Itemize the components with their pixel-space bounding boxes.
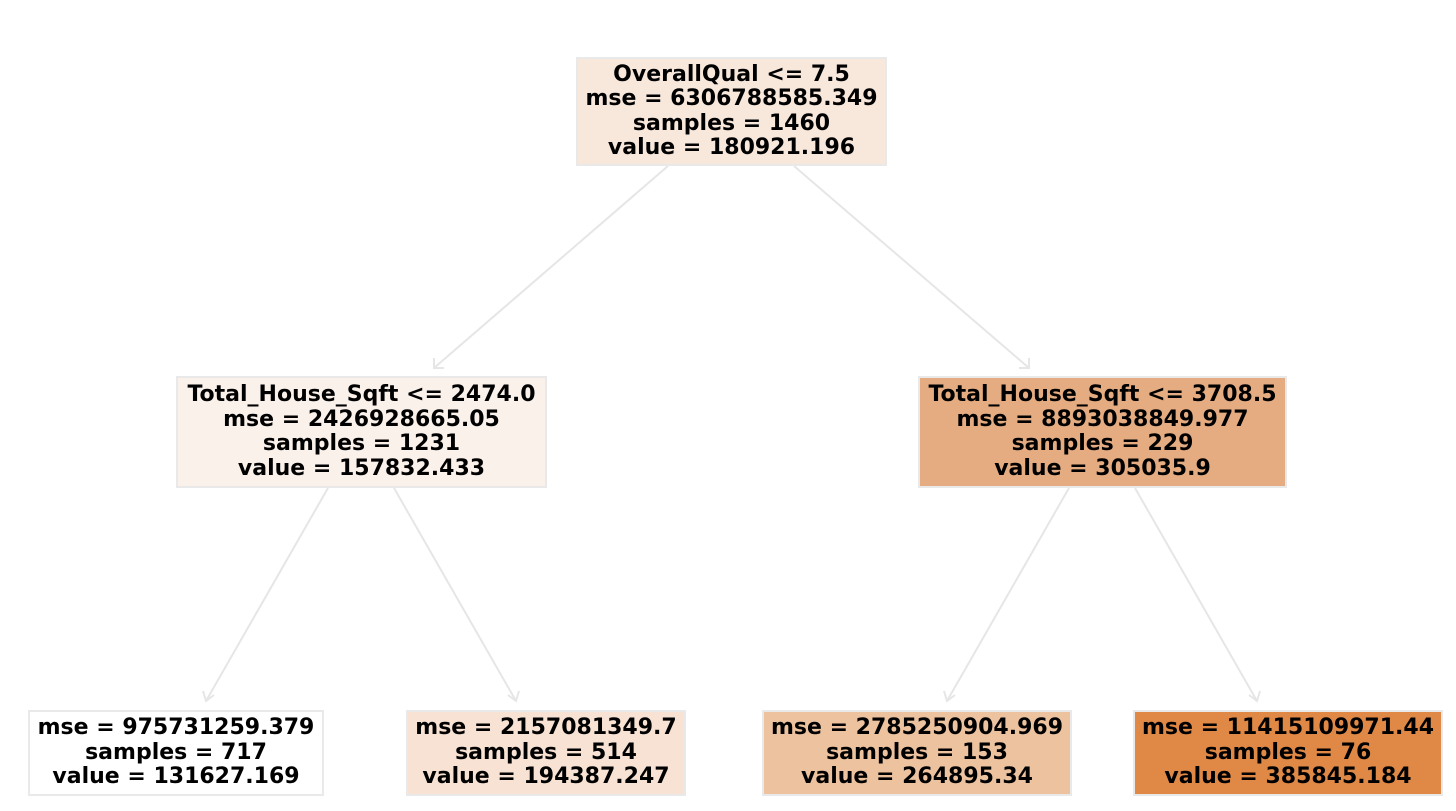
- edge-left-to-leaf-2: [393, 487, 520, 703]
- split-condition: Total_House_Sqft <= 2474.0: [187, 382, 536, 407]
- samples-label: samples = 1231: [262, 431, 461, 456]
- arrowhead-icon: [202, 690, 215, 703]
- arrowhead-icon: [507, 690, 520, 703]
- split-condition: OverallQual <= 7.5: [613, 61, 850, 87]
- samples-label: samples = 76: [1204, 739, 1372, 765]
- root-node: OverallQual <= 7.5 mse = 6306788585.349 …: [576, 57, 887, 166]
- value-label: value = 264895.34: [801, 764, 1033, 790]
- edge-line: [793, 165, 1030, 369]
- mse-label: mse = 8893038849.977: [956, 406, 1249, 432]
- value-label: value = 194387.247: [422, 764, 670, 790]
- leaf-node-2: mse = 2157081349.7 samples = 514 value =…: [406, 710, 686, 796]
- arrowhead-icon: [1248, 690, 1261, 703]
- edge-line: [946, 487, 1070, 702]
- samples-label: samples = 153: [826, 739, 1008, 765]
- arrowhead-icon: [943, 690, 956, 703]
- value-label: value = 180921.196: [607, 135, 856, 160]
- edge-right-to-leaf-3: [943, 487, 1070, 703]
- mse-label: mse = 2785250904.969: [770, 715, 1064, 741]
- value-label: value = 131627.169: [52, 764, 300, 790]
- value-label: value = 385845.184: [1164, 764, 1412, 790]
- samples-label: samples = 1460: [632, 110, 831, 136]
- edge-line: [205, 487, 329, 702]
- split-condition: Total_House_Sqft <= 3708.5: [928, 382, 1277, 407]
- leaf-node-3: mse = 2785250904.969 samples = 153 value…: [762, 710, 1072, 796]
- edge-line: [393, 487, 517, 702]
- leaf-node-1: mse = 975731259.379 samples = 717 value …: [28, 710, 324, 796]
- arrowhead-icon: [433, 358, 444, 369]
- mse-label: mse = 6306788585.349: [585, 86, 878, 111]
- arrowhead-icon: [1019, 358, 1030, 369]
- value-label: value = 157832.433: [237, 455, 486, 481]
- mse-label: mse = 11415109971.44: [1141, 715, 1435, 741]
- right-split-node: Total_House_Sqft <= 3708.5 mse = 8893038…: [918, 376, 1287, 488]
- edge-root-to-left: [433, 165, 669, 369]
- samples-label: samples = 717: [85, 739, 267, 765]
- edge-left-to-leaf-1: [202, 487, 329, 703]
- samples-label: samples = 514: [455, 739, 637, 765]
- value-label: value = 305035.9: [994, 455, 1211, 481]
- left-split-node: Total_House_Sqft <= 2474.0 mse = 2426928…: [176, 376, 547, 488]
- edge-root-to-right: [793, 165, 1030, 369]
- mse-label: mse = 2426928665.05: [223, 406, 500, 432]
- edge-right-to-leaf-4: [1134, 487, 1261, 703]
- mse-label: mse = 2157081349.7: [415, 715, 677, 741]
- leaf-node-4: mse = 11415109971.44 samples = 76 value …: [1133, 710, 1443, 796]
- edge-line: [1134, 487, 1258, 702]
- edge-line: [433, 165, 669, 369]
- samples-label: samples = 229: [1011, 431, 1194, 456]
- mse-label: mse = 975731259.379: [37, 715, 315, 741]
